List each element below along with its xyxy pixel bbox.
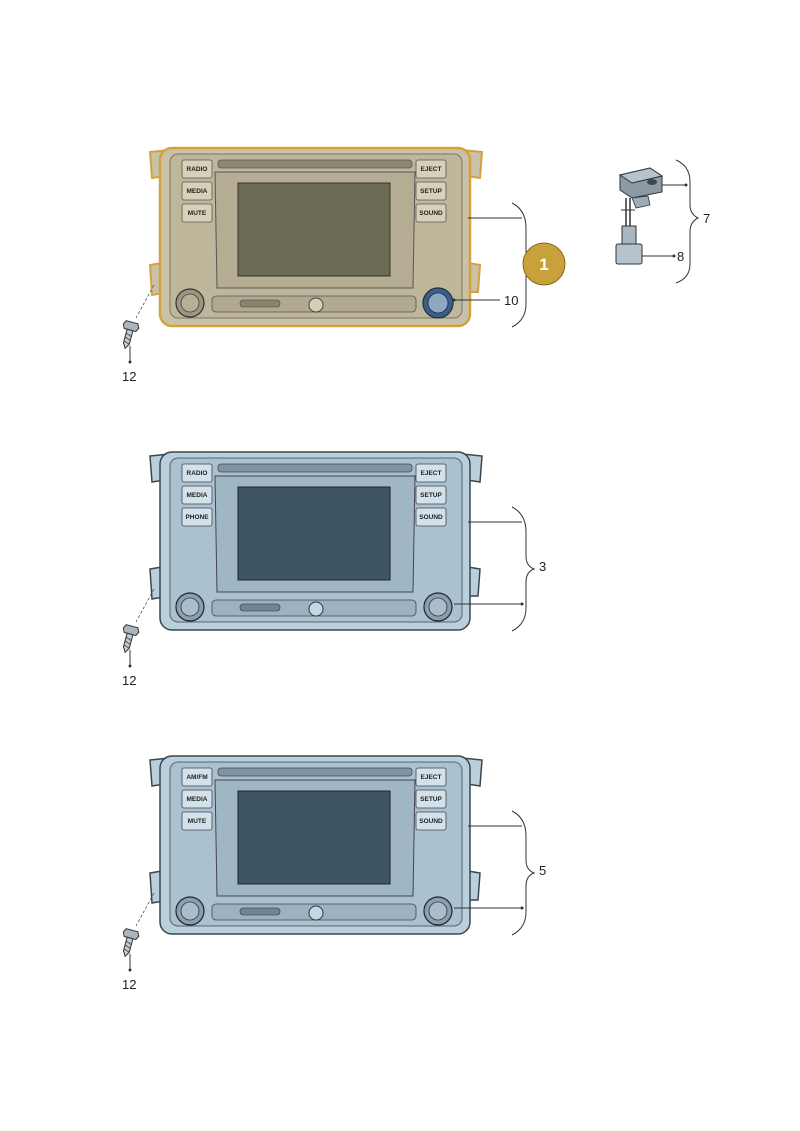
center-button[interactable]	[308, 601, 324, 617]
display-screen	[237, 790, 391, 885]
screw-callout: 12	[122, 977, 136, 992]
right-button-column: EJECT SETUP SOUND	[415, 463, 447, 527]
unit-callout: 5	[539, 863, 546, 878]
connector-callout-8: 8	[677, 249, 684, 264]
button-label-eject[interactable]: EJECT	[421, 166, 442, 173]
button-label-media[interactable]: MEDIA	[187, 796, 208, 803]
button-label-eject[interactable]: EJECT	[421, 470, 442, 477]
center-button[interactable]	[308, 905, 324, 921]
button-label-setup[interactable]: SETUP	[420, 492, 442, 499]
knob-callout: 10	[504, 293, 518, 308]
button-label-phone[interactable]: PHONE	[185, 514, 209, 521]
radio-unit-5: AM/FM MEDIA MUTE EJECT SETUP SOUND 12 5	[116, 755, 546, 992]
button-label-mute[interactable]: MUTE	[188, 818, 207, 825]
button-label-sound[interactable]: SOUND	[419, 210, 443, 217]
unit-callout: 3	[539, 559, 546, 574]
button-label-setup[interactable]: SETUP	[420, 796, 442, 803]
right-button-column: EJECT SETUP SOUND	[415, 767, 447, 831]
left-button-column: RADIO MEDIA MUTE	[181, 159, 213, 223]
display-screen	[237, 182, 391, 277]
part-number-badge: 1	[522, 242, 566, 286]
button-label-media[interactable]: MEDIA	[187, 492, 208, 499]
button-label-am-fm[interactable]: AM/FM	[186, 774, 207, 781]
radio-unit-1: RADIO MEDIA MUTE EJECT SETUP SOUND 12	[116, 146, 536, 384]
connector-callout-7: 7	[703, 211, 710, 226]
screw-callout: 12	[122, 369, 136, 384]
left-button-column: RADIO MEDIA PHONE	[181, 463, 213, 527]
button-label-media[interactable]: MEDIA	[187, 188, 208, 195]
accessory-connector: 7 8	[615, 159, 710, 284]
screw-callout: 12	[122, 673, 136, 688]
button-label-sound[interactable]: SOUND	[419, 514, 443, 521]
center-button[interactable]	[308, 297, 324, 313]
mounting-screw	[116, 319, 141, 351]
button-label-eject[interactable]: EJECT	[421, 774, 442, 781]
button-label-radio[interactable]: RADIO	[187, 470, 208, 477]
button-label-radio[interactable]: RADIO	[187, 166, 208, 173]
display-screen	[237, 486, 391, 581]
button-label-setup[interactable]: SETUP	[420, 188, 442, 195]
mounting-screw	[116, 623, 141, 655]
mounting-screw	[116, 927, 141, 959]
svg-text:1: 1	[539, 255, 548, 274]
radio-unit-3: RADIO MEDIA PHONE EJECT SETUP SOUND 12 3	[116, 451, 546, 688]
button-label-sound[interactable]: SOUND	[419, 818, 443, 825]
left-button-column: AM/FM MEDIA MUTE	[181, 767, 213, 831]
button-label-mute[interactable]: MUTE	[188, 210, 207, 217]
right-button-column: EJECT SETUP SOUND	[415, 159, 447, 223]
